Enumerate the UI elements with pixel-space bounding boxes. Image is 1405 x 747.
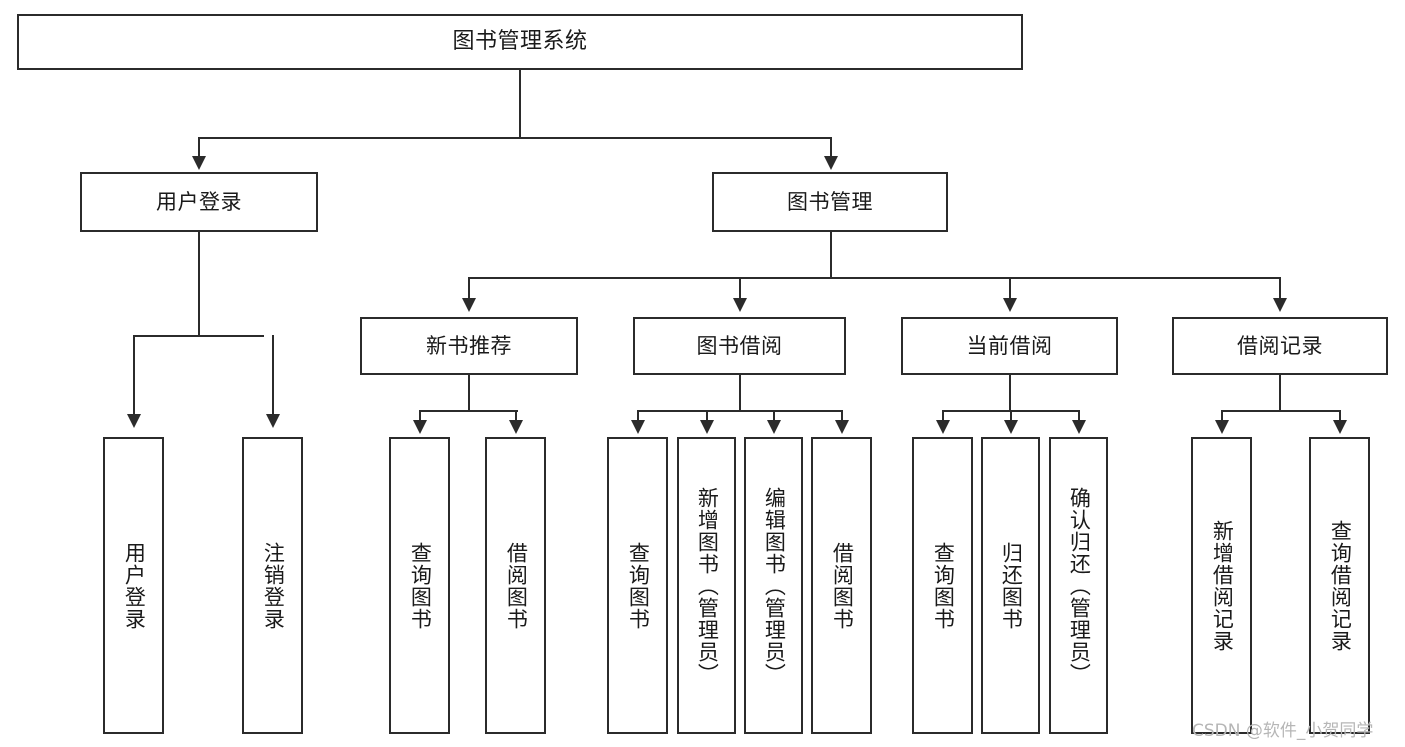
leaf-label: 查询图书 <box>408 541 433 630</box>
node-label: 图书管理系统 <box>452 29 588 55</box>
leaf-borrow-record-1[interactable]: 新增借阅记录 <box>1191 437 1252 734</box>
node-label: 新书推荐 <box>426 333 512 358</box>
csdn-watermark: CSDN @软件_小贺同学 <box>1192 721 1374 741</box>
leaf-borrow-record-2[interactable]: 查询借阅记录 <box>1309 437 1370 734</box>
node-label: 借阅记录 <box>1237 333 1323 358</box>
leaf-label: 查询借阅记录 <box>1328 519 1353 652</box>
node-root-system[interactable]: 图书管理系统 <box>17 14 1023 70</box>
arrowhead-current-borrow-child-3 <box>1072 420 1086 434</box>
connector-book-mgmt-child-4 <box>1279 277 1281 301</box>
node-new-book-recommend[interactable]: 新书推荐 <box>360 317 578 375</box>
arrowhead-book-borrow-child-1 <box>631 420 645 434</box>
connector-current-borrow-stem <box>1009 375 1011 411</box>
node-book-management[interactable]: 图书管理 <box>712 172 948 232</box>
arrowhead-book-mgmt-child-3 <box>1003 298 1017 312</box>
leaf-label: 用户登录 <box>122 541 147 630</box>
arrowhead-new-book-child-2 <box>509 420 523 434</box>
connector-book-borrow-child-3 <box>773 410 775 422</box>
leaf-label: 借阅图书 <box>830 541 855 630</box>
connector-book-mgmt-child-2 <box>739 277 741 301</box>
connector-root-bar <box>198 137 831 139</box>
arrowhead-new-book-child-1 <box>413 420 427 434</box>
connector-book-borrow-child-1 <box>637 410 639 422</box>
connector-borrow-record-child-1 <box>1221 410 1223 422</box>
arrowhead-to-book-mgmt <box>824 156 838 170</box>
connector-new-book-bar <box>419 410 518 412</box>
node-borrow-record[interactable]: 借阅记录 <box>1172 317 1388 375</box>
connector-current-borrow-child-3 <box>1078 410 1080 422</box>
connector-to-book-mgmt <box>830 137 832 159</box>
arrowhead-borrow-record-child-2 <box>1333 420 1347 434</box>
leaf-book-borrow-2[interactable]: 新增图书（管理员） <box>677 437 736 734</box>
node-label: 图书借阅 <box>696 333 783 358</box>
arrowhead-to-user-login <box>192 156 206 170</box>
arrowhead-book-mgmt-child-4 <box>1273 298 1287 312</box>
node-label: 用户登录 <box>156 189 242 214</box>
arrowhead-book-borrow-child-4 <box>835 420 849 434</box>
leaf-label: 注销登录 <box>261 541 286 630</box>
leaf-current-borrow-1[interactable]: 查询图书 <box>912 437 973 734</box>
leaf-label: 借阅图书 <box>504 541 529 630</box>
connector-user-login-child-2 <box>272 335 274 417</box>
leaf-new-book-1[interactable]: 查询图书 <box>389 437 450 734</box>
leaf-book-borrow-4[interactable]: 借阅图书 <box>811 437 872 734</box>
connector-borrow-record-stem <box>1279 375 1281 411</box>
arrowhead-current-borrow-child-1 <box>936 420 950 434</box>
connector-book-mgmt-child-1 <box>468 277 470 301</box>
leaf-book-borrow-3[interactable]: 编辑图书（管理员） <box>744 437 803 734</box>
node-label: 当前借阅 <box>966 333 1053 358</box>
arrowhead-book-mgmt-child-2 <box>733 298 747 312</box>
leaf-label: 归还图书 <box>999 541 1024 630</box>
connector-new-book-stem <box>468 375 470 411</box>
connector-book-mgmt-bar <box>468 277 1280 279</box>
leaf-new-book-2[interactable]: 借阅图书 <box>485 437 546 734</box>
connector-new-book-child-1 <box>419 410 421 422</box>
leaf-label: 编辑图书（管理员） <box>762 486 787 685</box>
leaf-label: 新增图书（管理员） <box>695 486 720 685</box>
connector-borrow-record-bar <box>1221 410 1340 412</box>
node-book-borrow[interactable]: 图书借阅 <box>633 317 846 375</box>
leaf-label: 查询图书 <box>626 541 651 630</box>
connector-to-user-login <box>198 137 200 159</box>
node-user-login[interactable]: 用户登录 <box>80 172 318 232</box>
leaf-current-borrow-2[interactable]: 归还图书 <box>981 437 1040 734</box>
connector-current-borrow-child-1 <box>942 410 944 422</box>
arrowhead-book-borrow-child-3 <box>767 420 781 434</box>
leaf-book-borrow-1[interactable]: 查询图书 <box>607 437 668 734</box>
connector-user-login-bar <box>133 335 264 337</box>
leaf-current-borrow-3[interactable]: 确认归还（管理员） <box>1049 437 1108 734</box>
connector-user-login-child-1 <box>133 335 135 417</box>
node-current-borrow[interactable]: 当前借阅 <box>901 317 1118 375</box>
arrowhead-current-borrow-child-2 <box>1004 420 1018 434</box>
connector-book-borrow-bar <box>637 410 842 412</box>
arrowhead-user-login-child-1 <box>127 414 141 428</box>
leaf-user-login-1[interactable]: 用户登录 <box>103 437 164 734</box>
arrowhead-book-borrow-child-2 <box>700 420 714 434</box>
arrowhead-book-mgmt-child-1 <box>462 298 476 312</box>
leaf-label: 查询图书 <box>931 541 956 630</box>
connector-book-borrow-child-2 <box>706 410 708 422</box>
connector-user-login-stem <box>198 232 200 336</box>
leaf-label: 确认归还（管理员） <box>1067 486 1092 685</box>
connector-book-mgmt-child-3 <box>1009 277 1011 301</box>
connector-current-borrow-child-2 <box>1010 410 1012 422</box>
connector-root-stem <box>519 70 521 138</box>
arrowhead-user-login-child-2 <box>266 414 280 428</box>
arrowhead-borrow-record-child-1 <box>1215 420 1229 434</box>
connector-borrow-record-child-2 <box>1339 410 1341 422</box>
connector-book-mgmt-stem <box>830 232 832 278</box>
connector-new-book-child-2 <box>515 410 517 422</box>
leaf-label: 新增借阅记录 <box>1210 519 1235 652</box>
node-label: 图书管理 <box>787 189 873 214</box>
connector-book-borrow-stem <box>739 375 741 411</box>
leaf-user-login-2[interactable]: 注销登录 <box>242 437 303 734</box>
connector-book-borrow-child-4 <box>841 410 843 422</box>
